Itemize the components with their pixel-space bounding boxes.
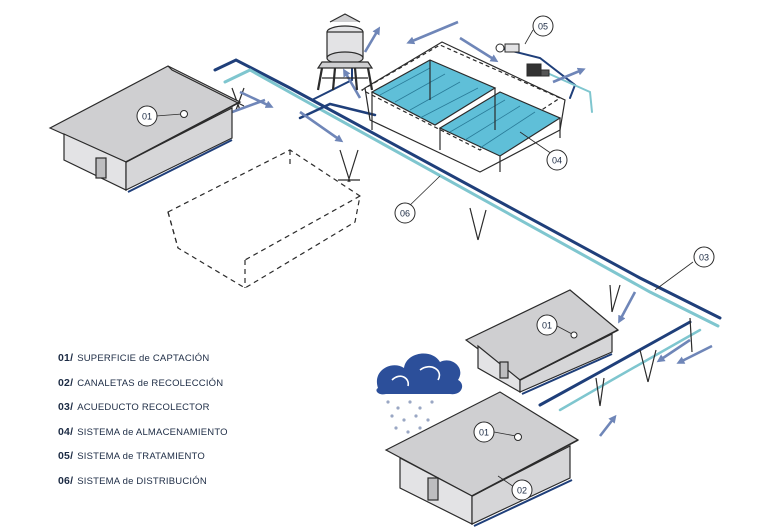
callout-03: 03 [693,246,715,268]
svg-text:05: 05 [538,22,548,32]
legend-label: SUPERFICIE de CAPTACIÓN [77,353,210,364]
callout-01-bottom: 01 [473,421,495,443]
rain-cloud [376,353,463,395]
svg-text:01: 01 [142,112,152,122]
callout-01-top: 01 [136,105,158,127]
legend-number: 06/ [58,474,74,487]
legend-item-05: 05/ SISTEMA de TRATAMIENTO [58,450,318,475]
legend-label: SISTEMA de TRATAMIENTO [77,451,205,462]
svg-text:04: 04 [552,156,562,166]
legend: 01/ SUPERFICIE de CAPTACIÓN 02/ CANALETA… [58,352,318,499]
legend-label: ACUEDUCTO RECOLECTOR [77,402,210,413]
legend-number: 01/ [58,352,74,364]
legend-item-03: 03/ ACUEDUCTO RECOLECTOR [58,401,318,426]
legend-number: 05/ [58,450,74,462]
callout-01-middle: 01 [536,314,558,336]
pipe-supports [231,87,693,407]
legend-label: SISTEMA de ALMACENAMIENTO [77,426,228,438]
house-bottom [384,391,580,527]
legend-item-02: 02/ CANALETAS de RECOLECCIÓN [58,377,318,402]
svg-text:01: 01 [542,321,552,331]
storage-tanks [360,41,566,173]
callout-04: 04 [546,149,568,171]
legend-item-01: 01/ SUPERFICIE de CAPTACIÓN [58,352,318,377]
callout-dots [180,110,578,441]
callout-05: 05 [532,15,554,37]
treatment-unit [495,43,550,77]
svg-text:03: 03 [699,253,709,263]
svg-text:06: 06 [400,209,410,219]
svg-text:02: 02 [517,486,527,496]
legend-number: 02/ [58,376,74,389]
legend-number: 04/ [58,425,74,438]
water-tower [316,13,374,91]
legend-number: 03/ [58,401,74,413]
legend-label: CANALETAS de RECOLECCIÓN [77,377,224,389]
house-middle-right [464,289,620,395]
legend-item-04: 04/ SISTEMA de ALMACENAMIENTO [58,426,318,451]
svg-text:01: 01 [479,428,489,438]
house-top-left [48,65,245,193]
callout-06: 06 [394,202,416,224]
legend-label: SISTEMA de DISTRIBUCIÓN [77,475,207,487]
legend-item-06: 06/ SISTEMA de DISTRIBUCIÓN [58,475,318,500]
callout-02: 02 [511,479,533,501]
dashed-building-outline [167,149,361,289]
raindrops [386,400,434,434]
